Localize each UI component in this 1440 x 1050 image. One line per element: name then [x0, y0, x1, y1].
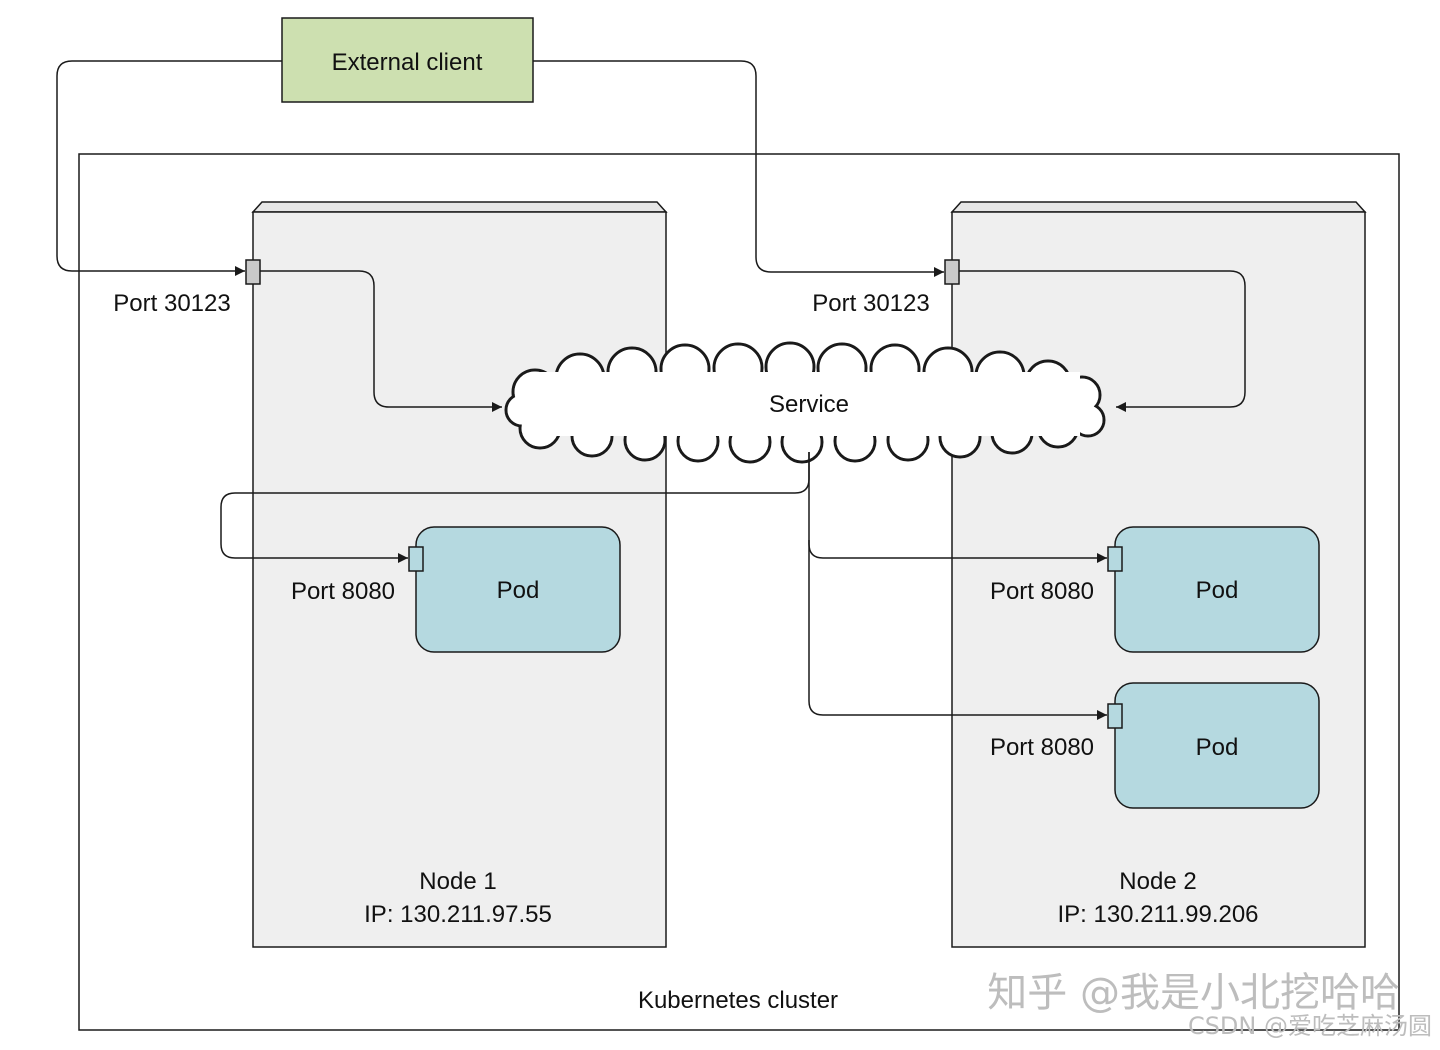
node-2-pod-2-port[interactable]	[1107, 703, 1123, 729]
node-2-nodeport[interactable]	[944, 259, 960, 285]
wire-client-to-node2-port	[533, 60, 944, 277]
service-cloud[interactable]	[504, 341, 1106, 464]
node-2-pod-2-label: Pod	[1196, 734, 1239, 761]
node-2-pod-1[interactable]: Pod	[1107, 526, 1320, 653]
watermark-secondary: CSDN @爱吃芝麻汤圆	[1188, 1012, 1432, 1040]
node-1-pod-port-label: Port 8080	[291, 578, 395, 605]
external-client-label: External client	[332, 49, 483, 76]
node-1-nodeport[interactable]	[245, 259, 261, 285]
node-2-pod-2-port-label: Port 8080	[990, 734, 1094, 761]
node-2-pod-1-label: Pod	[1196, 577, 1239, 604]
node-1-pod-port[interactable]	[408, 546, 424, 572]
wire-node2-port-to-service	[959, 270, 1246, 412]
watermark-primary: 知乎 @我是小北挖哈哈	[987, 970, 1400, 1016]
node-1-name: Node 1	[419, 868, 496, 895]
node-2-pod-1-port[interactable]	[1107, 546, 1123, 572]
node-2-pod-1-port-label: Port 8080	[990, 578, 1094, 605]
wire-client-to-node1-port	[56, 60, 282, 276]
external-client-box[interactable]	[281, 17, 534, 103]
node-2-top-bevel	[950, 201, 1367, 213]
node-1-pod[interactable]: Pod	[408, 526, 621, 653]
node-1-port-label: Port 30123	[113, 290, 230, 317]
wire-service-to-node2-pod-2	[808, 540, 1107, 720]
wire-service-to-node1-pod	[220, 452, 810, 563]
node-1-top-bevel	[251, 201, 668, 213]
node-2-ip: IP: 130.211.99.206	[1057, 901, 1258, 928]
node-2-name: Node 2	[1119, 868, 1196, 895]
wire-node1-port-to-service	[260, 270, 502, 412]
cluster-label: Kubernetes cluster	[638, 987, 838, 1014]
node-1-ip: IP: 130.211.97.55	[364, 901, 552, 928]
service-label: Service	[769, 391, 849, 418]
node-1-pod-label: Pod	[497, 577, 540, 604]
node-2-pod-2[interactable]: Pod	[1107, 682, 1320, 809]
node-2-port-label: Port 30123	[812, 290, 929, 317]
